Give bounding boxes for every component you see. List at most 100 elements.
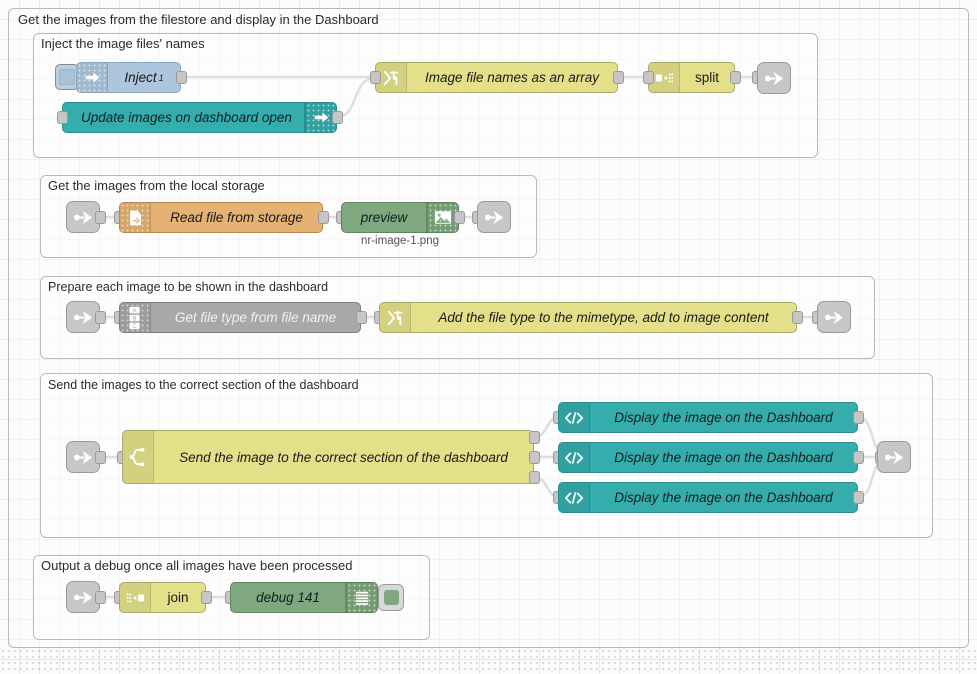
node-divider <box>150 583 151 612</box>
node-update-images-label: Update images on dashboard open <box>81 110 292 125</box>
node-read-file[interactable]: Read file from storage <box>119 202 323 233</box>
port-output-get-file-type[interactable] <box>356 311 367 324</box>
template-code-icon <box>559 403 589 432</box>
node-link-out-1[interactable] <box>757 62 791 94</box>
link-out-icon <box>824 310 843 324</box>
port-output-preview[interactable] <box>454 211 465 224</box>
port-output-link-in-3[interactable] <box>95 311 106 324</box>
node-link-in-3[interactable] <box>66 301 100 333</box>
node-image-file-names-label: Image file names as an array <box>424 70 600 85</box>
group-outer-label: Get the images from the filestore and di… <box>18 12 379 27</box>
link-in-icon <box>73 310 92 324</box>
node-display-2[interactable]: Display the image on the Dashboard <box>558 442 858 473</box>
canvas-outside-area <box>0 648 977 674</box>
port-output-link-in-2[interactable] <box>95 211 106 224</box>
port-output-link-in-5[interactable] <box>95 591 106 604</box>
node-display-3[interactable]: Display the image on the Dashboard <box>558 482 858 513</box>
node-divider <box>679 63 680 92</box>
node-preview-label: preview <box>360 210 408 225</box>
group-storage-label: Get the images from the local storage <box>48 178 265 193</box>
port-output-join[interactable] <box>201 591 212 604</box>
group-inject-label: Inject the image files' names <box>41 36 205 51</box>
node-image-file-names[interactable]: Image file names as an array <box>375 62 618 93</box>
svg-text:C: C <box>132 324 137 330</box>
link-in-icon <box>73 210 92 224</box>
link-out-icon <box>484 210 503 224</box>
port-output-link-in-4[interactable] <box>95 451 106 464</box>
svg-text:A: A <box>133 308 137 314</box>
image-icon <box>427 203 458 232</box>
port-output-send-section-2[interactable] <box>529 451 540 464</box>
svg-text:B: B <box>133 316 137 322</box>
port-output-display-1[interactable] <box>853 411 864 424</box>
node-divider <box>304 103 305 132</box>
node-divider <box>410 303 411 332</box>
node-divider <box>589 483 590 512</box>
node-divider <box>406 63 407 92</box>
group-prepare-label: Prepare each image to be shown in the da… <box>48 280 329 294</box>
port-input-split[interactable] <box>643 71 654 84</box>
link-out-icon <box>764 71 783 85</box>
node-split[interactable]: split <box>648 62 735 93</box>
port-input-update-images[interactable] <box>57 111 68 124</box>
port-input-image-file-names[interactable] <box>370 71 381 84</box>
port-output-read-file[interactable] <box>318 211 329 224</box>
node-display-3-label: Display the image on the Dashboard <box>614 490 833 505</box>
port-output-send-section-1[interactable] <box>529 431 540 444</box>
node-inject-text: Inject <box>124 70 157 85</box>
port-output-add-mimetype[interactable] <box>792 311 803 324</box>
switch-icon <box>123 431 153 483</box>
template-code-icon <box>559 443 589 472</box>
node-divider <box>345 583 346 612</box>
group-send-label: Send the images to the correct section o… <box>48 378 359 392</box>
group-debug-label: Output a debug once all images have been… <box>41 558 353 573</box>
node-send-section[interactable]: Send the image to the correct section of… <box>122 430 534 484</box>
group-inject[interactable] <box>33 33 818 158</box>
node-divider <box>589 443 590 472</box>
split-icon <box>649 63 679 92</box>
node-add-mimetype[interactable]: Add the file type to the mimetype, add t… <box>379 302 797 333</box>
debug-lines-icon <box>346 583 377 612</box>
node-link-in-4[interactable] <box>66 441 100 473</box>
node-divider <box>107 63 108 92</box>
port-output-update-images[interactable] <box>332 111 343 124</box>
link-out-icon <box>884 450 903 464</box>
node-link-out-4[interactable] <box>877 441 911 473</box>
debug-enable-button[interactable] <box>378 584 404 611</box>
inject-trigger-button[interactable] <box>55 64 79 90</box>
node-get-file-type-label: Get file type from file name <box>174 310 337 325</box>
node-display-1[interactable]: Display the image on the Dashboard <box>558 402 858 433</box>
node-display-2-label: Display the image on the Dashboard <box>614 450 833 465</box>
node-join[interactable]: join <box>119 582 206 613</box>
node-read-file-label: Read file from storage <box>170 210 303 225</box>
port-output-send-section-3[interactable] <box>529 471 540 484</box>
node-link-out-3[interactable] <box>817 301 851 333</box>
abc-change-icon: A B C <box>120 303 150 332</box>
inject-arrow-icon <box>305 103 336 132</box>
port-output-display-2[interactable] <box>853 451 864 464</box>
port-output-split[interactable] <box>730 71 741 84</box>
port-output-inject[interactable] <box>176 71 187 84</box>
node-inject-superscript: 1 <box>158 72 164 83</box>
node-update-images[interactable]: Update images on dashboard open <box>62 102 337 133</box>
template-code-icon <box>559 483 589 512</box>
inject-arrow-icon <box>77 63 107 92</box>
node-split-label: split <box>694 70 719 85</box>
node-link-out-2[interactable] <box>477 201 511 233</box>
link-in-icon <box>73 590 92 604</box>
node-debug141[interactable]: debug 141 <box>230 582 378 613</box>
node-preview[interactable]: preview <box>341 202 459 233</box>
node-divider <box>150 203 151 232</box>
debug-enable-indicator <box>383 590 399 605</box>
node-divider <box>426 203 427 232</box>
port-output-display-3[interactable] <box>853 491 864 504</box>
port-output-image-file-names[interactable] <box>613 71 624 84</box>
link-in-icon <box>73 450 92 464</box>
node-divider <box>589 403 590 432</box>
node-get-file-type[interactable]: A B C Get file type from file name <box>119 302 361 333</box>
node-divider <box>153 431 154 483</box>
node-debug141-label: debug 141 <box>256 590 320 605</box>
function-icon <box>380 303 410 332</box>
join-icon <box>120 583 150 612</box>
